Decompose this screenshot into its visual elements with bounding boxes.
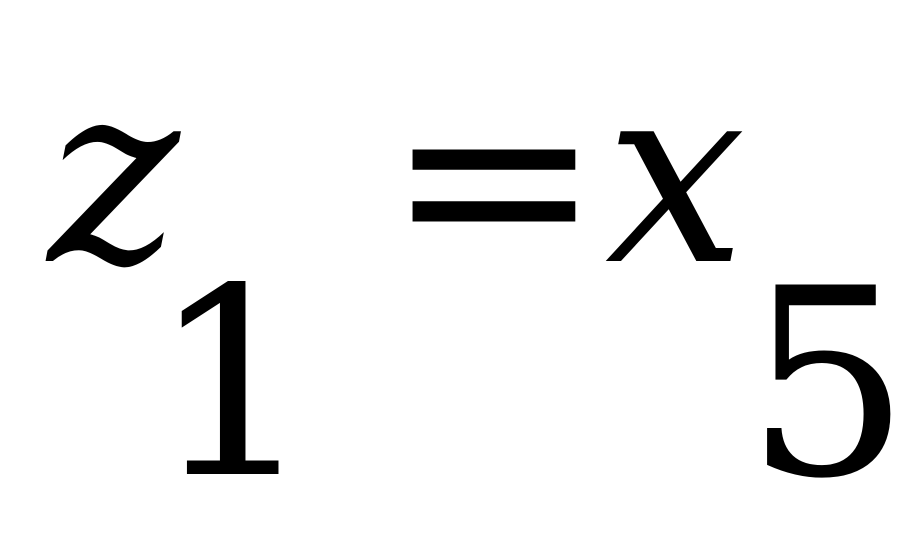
variable-x: x (605, 29, 746, 320)
subscript-5: 5 (745, 234, 911, 536)
equals-sign: = (385, 27, 603, 329)
subscript-1: 1 (150, 234, 316, 536)
variable-z: z (48, 29, 180, 320)
